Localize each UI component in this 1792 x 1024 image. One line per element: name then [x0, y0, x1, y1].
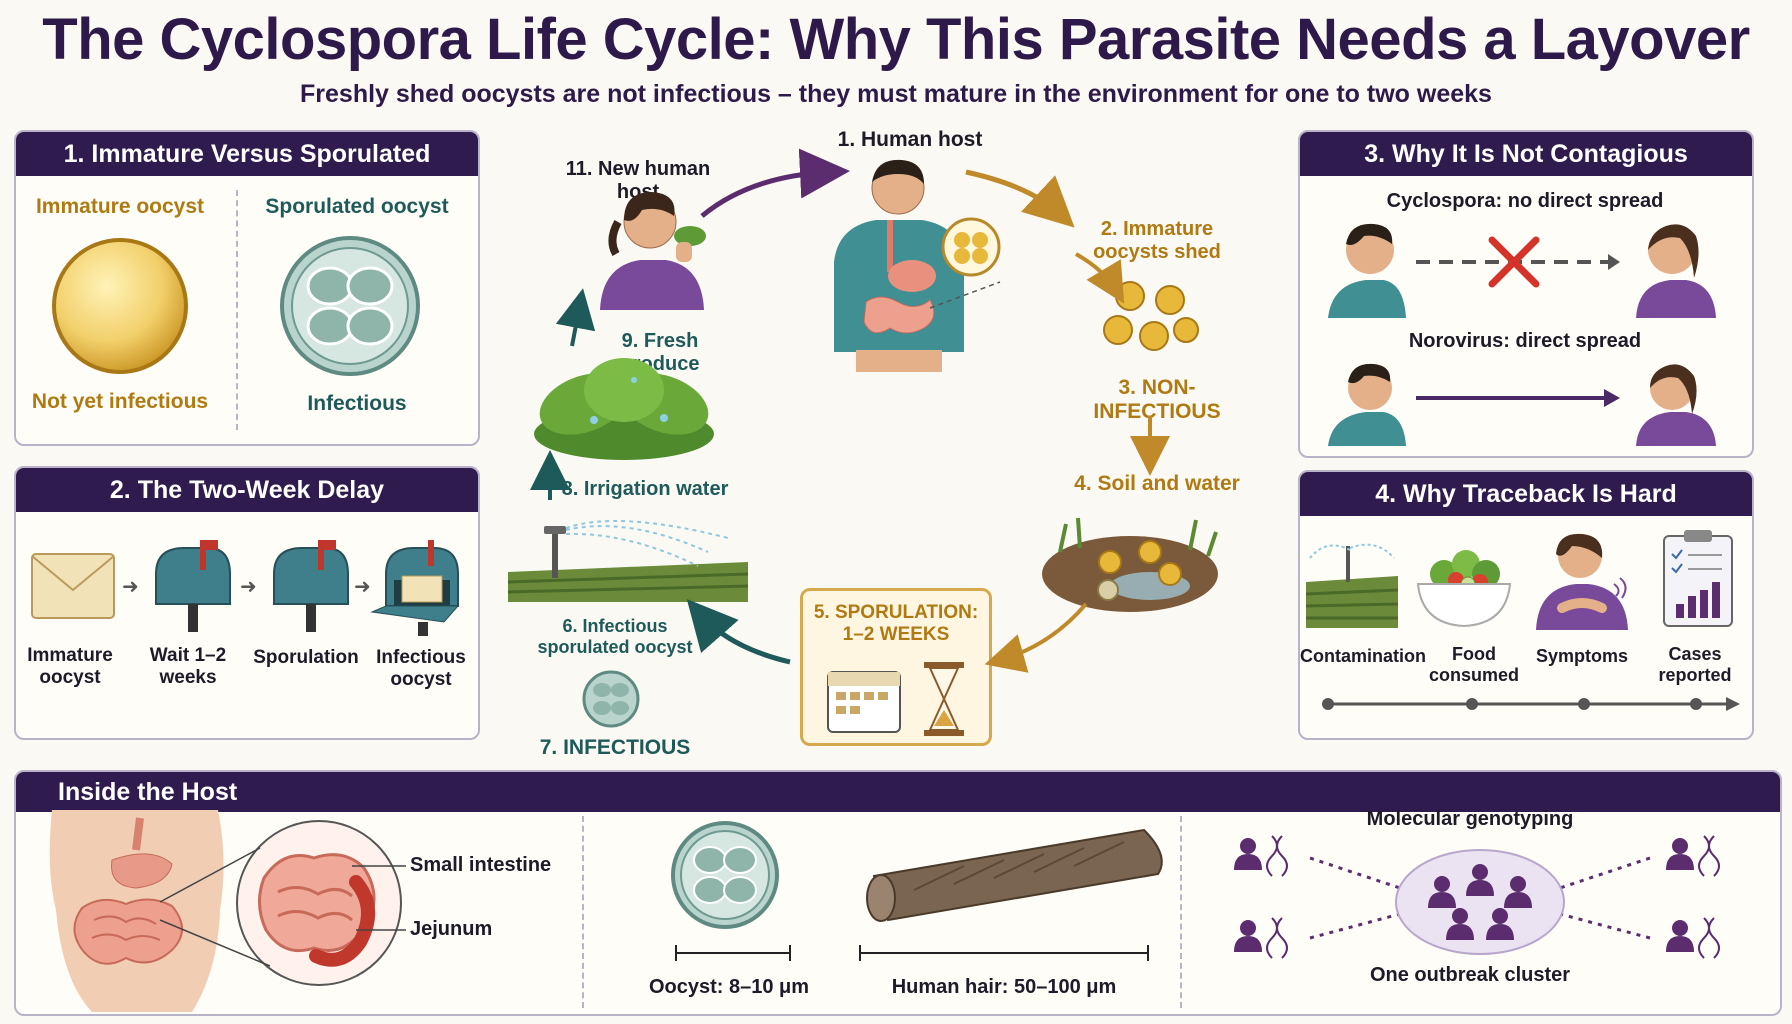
hair-size-label: Human hair: 50–100 μm [891, 976, 1117, 998]
calendar-icon [827, 671, 901, 733]
panel1-title: 1. Immature Versus Sporulated [16, 132, 478, 176]
traceback-cases-reported: Cases reported [1658, 644, 1732, 685]
human-hair-icon [866, 828, 1163, 922]
oocyst-size-label: Oocyst: 8–10 μm [648, 976, 810, 998]
sporulated-caption: Infectious [307, 392, 407, 415]
page-title: The Cyclospora Life Cycle: Why This Para… [42, 7, 1750, 72]
panel3-title: 3. Why It Is Not Contagious [1300, 132, 1752, 176]
page-subtitle: Freshly shed oocysts are not infectious … [300, 80, 1492, 108]
direct-spread-arrow-icon [1416, 389, 1620, 407]
sick-person-icon [1536, 533, 1628, 630]
mailbox-closed-icon [155, 540, 231, 632]
arrow-step-2: ➜ [240, 576, 257, 598]
oocyst-scale-icon [671, 821, 779, 929]
outbreak-cluster-label: One outbreak cluster [1369, 964, 1571, 986]
traceback-food-consumed: Food consumed [1428, 644, 1520, 685]
clipboard-chart-icon [1663, 530, 1733, 627]
cycle-soil-water: 4. Soil and water [1074, 472, 1240, 495]
cycle-non-infectious: 3. NON-INFECTIOUS [1093, 376, 1221, 424]
person-right-icon [1636, 224, 1716, 318]
label-jejunum: Jejunum [410, 918, 493, 940]
cycle-new-human-host: 11. New human host [565, 158, 711, 203]
mailbox-open-icon [370, 540, 460, 636]
mailbox-sporulation-icon [273, 540, 349, 632]
immature-heading: Immature oocyst [35, 195, 205, 218]
cycle-infectious-oocyst: 6. Infectious sporulated oocyst [537, 616, 693, 657]
hair-scale-bar [859, 945, 1149, 961]
cyclospora-no-spread: Cyclospora: no direct spread [1386, 190, 1664, 212]
genotyping-network-icon [1234, 835, 1720, 959]
traceback-symptoms: Symptoms [1535, 646, 1629, 666]
cycle-infectious: 7. INFECTIOUS [539, 736, 691, 759]
cycle-human-host: 1. Human host [837, 128, 983, 151]
panel1-divider [236, 190, 238, 430]
soil-water-icon [1042, 517, 1218, 612]
irrigation-field-icon [507, 519, 749, 602]
hourglass-icon [924, 662, 964, 736]
immature-caption: Not yet infectious [31, 390, 209, 413]
label-small-intestine: Small intestine [410, 854, 552, 876]
person-left-2-icon [1328, 363, 1406, 446]
delay-step-sporulation: Sporulation [253, 647, 359, 668]
immature-oocyst-icon [52, 238, 188, 374]
cycle-oocysts-shed: 2. Immature oocysts shed [1093, 218, 1221, 263]
bottom-divider-2 [1180, 816, 1182, 1008]
envelope-icon [31, 553, 115, 619]
oocyst-scale-bar [675, 945, 791, 961]
no-spread-x-icon [1416, 236, 1620, 288]
intestine-magnified-icon [236, 820, 402, 986]
infectious-oocyst-icon [582, 670, 640, 728]
genotyping-label: Molecular genotyping [1366, 808, 1574, 830]
traceback-timeline [1322, 697, 1740, 711]
torso-intestine-icon [49, 810, 224, 1012]
arrow-step-1: ➜ [122, 576, 139, 598]
salad-bowl-icon [1416, 550, 1512, 628]
delay-step-wait: Wait 1–2 weeks [149, 645, 227, 688]
bottom-divider-1 [582, 816, 584, 1008]
oocyst-magnifier-icon [941, 217, 1001, 277]
contamination-field-icon [1305, 543, 1399, 628]
arrow-step-3: ➜ [354, 576, 371, 598]
person-right-2-icon [1636, 364, 1716, 446]
leafy-greens-icon [534, 358, 714, 460]
cycle-sporulation: 5. SPORULATION: 1–2 WEEKS [813, 602, 979, 645]
human-host-icon [834, 159, 964, 372]
delay-step-immature: Immature oocyst [27, 645, 113, 688]
person-left-icon [1328, 223, 1406, 318]
panel4-title: 4. Why Traceback Is Hard [1300, 472, 1752, 516]
traceback-contamination: Contamination [1300, 646, 1426, 666]
cycle-irrigation: 8. Irrigation water [561, 478, 729, 500]
sporulated-heading: Sporulated oocyst [265, 195, 449, 218]
new-host-eating-icon [600, 192, 706, 310]
bottom-title: Inside the Host [16, 772, 1780, 812]
norovirus-direct-spread: Norovirus: direct spread [1408, 330, 1642, 352]
panel2-title: 2. The Two-Week Delay [16, 468, 478, 512]
sporulated-oocyst-icon [280, 236, 420, 376]
delay-step-infectious: Infectious oocyst [376, 647, 466, 690]
